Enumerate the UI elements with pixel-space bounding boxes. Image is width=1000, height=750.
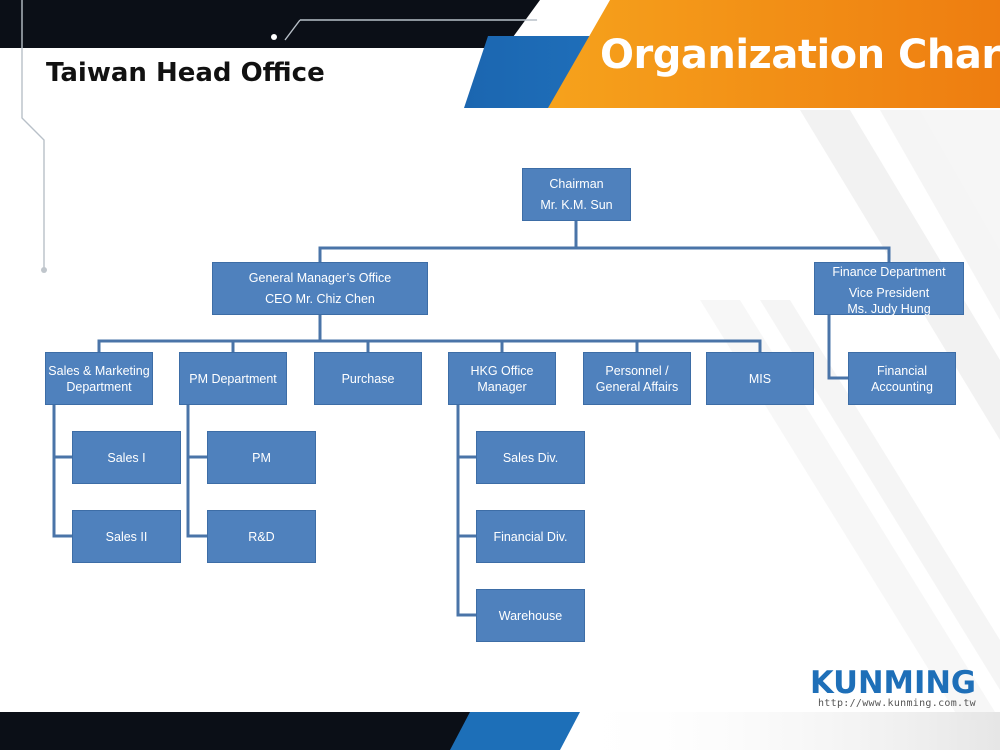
ornament-dot [41,267,47,273]
financial-div-box: Financial Div. [476,510,585,563]
gm-office-title: General Manager’s Office [248,271,392,285]
sales-marketing-line2: Department [66,379,132,394]
ornament-dot [271,34,277,40]
pm-department-label: PM Department [189,371,277,386]
personnel-line1: Personnel / [605,363,669,378]
sales-div-label: Sales Div. [502,450,559,465]
ornament-dot [537,17,543,23]
finance-name: Ms. Judy Hung [847,302,931,316]
mis-box: MIS [706,352,814,405]
sales-div-box: Sales Div. [476,431,585,484]
warehouse-box: Warehouse [476,589,585,642]
slide-subtitle: Taiwan Head Office [46,58,325,88]
connector [186,403,209,538]
chairman-box: Chairman Mr. K.M. Sun [522,168,631,221]
connector [456,403,478,617]
sales-2-label: Sales II [105,529,148,544]
financial-accounting-box: Financial Accounting [848,352,956,405]
hkg-office-line1: HKG Office [470,363,534,378]
pm-label: PM [252,450,271,465]
personnel-box: Personnel / General Affairs [583,352,691,405]
finance-role: Vice President [848,286,930,300]
financial-div-label: Financial Div. [493,529,568,544]
chairman-title: Chairman [549,177,604,191]
connector [52,403,74,538]
footer-blue-accent [450,712,580,750]
logo-text: KUNMING [810,665,976,698]
sales-1-label: Sales I [107,450,146,465]
purchase-label: Purchase [341,371,395,386]
hkg-office-box: HKG Office Manager [448,352,556,405]
pm-box: PM [207,431,316,484]
website-url[interactable]: http://www.kunming.com.tw [817,698,976,709]
finance-title: Finance Department [832,265,946,279]
pm-department-box: PM Department [179,352,287,405]
kunming-logo: KUNMING [810,665,976,698]
connector [827,313,850,380]
warehouse-label: Warehouse [498,608,563,623]
mis-label: MIS [748,371,772,386]
purchase-box: Purchase [314,352,422,405]
sales-marketing-box: Sales & Marketing Department [45,352,153,405]
chairman-name: Mr. K.M. Sun [540,198,613,212]
sales-1-box: Sales I [72,431,181,484]
footer-dark-band [0,712,560,750]
header-dark-band [0,0,540,48]
finance-box: Finance Department Vice President Ms. Ju… [814,262,964,316]
gm-office-box: General Manager’s Office CEO Mr. Chiz Ch… [212,262,428,315]
header-orange-shape [548,0,1000,108]
rd-box: R&D [207,510,316,563]
hkg-office-line2: Manager [477,379,527,394]
gm-office-name: CEO Mr. Chiz Chen [265,292,375,306]
slide-title: Organization Chart [600,32,1000,78]
personnel-line2: General Affairs [595,379,679,394]
financial-accounting-line2: Accounting [871,379,933,394]
rd-label: R&D [248,529,275,544]
footer-grey-fade [560,712,1000,750]
financial-accounting-line1: Financial [876,363,928,378]
sales-2-box: Sales II [72,510,181,563]
header-ornament [21,0,540,270]
sales-marketing-line1: Sales & Marketing [48,363,150,378]
